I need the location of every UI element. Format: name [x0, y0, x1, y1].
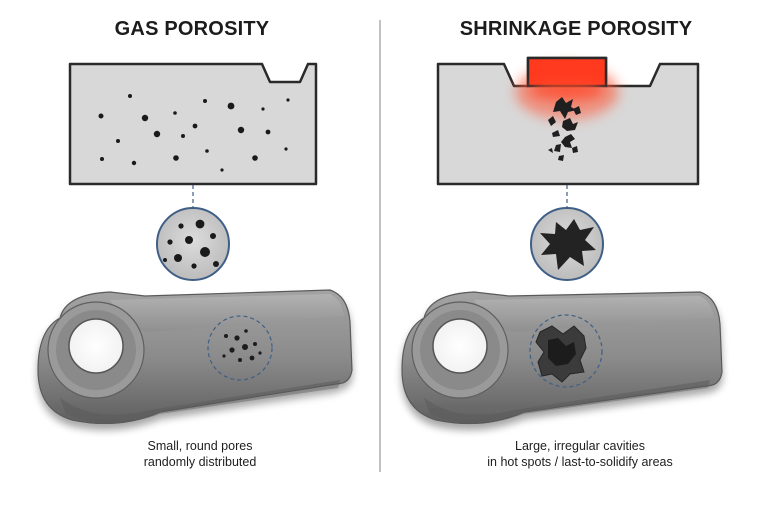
gas-cast-part	[37, 289, 353, 425]
gas-porosity-title: GAS POROSITY	[114, 18, 270, 40]
shrinkage-magnified-view	[530, 207, 604, 281]
gas-caption-line-2: randomly distributed	[143, 455, 257, 469]
hot-spot-riser	[515, 56, 619, 120]
gas-pores	[98, 94, 290, 172]
shrinkage-cavities	[548, 97, 581, 161]
gas-porosity-caption: Small, round pores randomly distributed	[80, 438, 320, 470]
shrinkage-cast-part	[401, 291, 723, 425]
gas-magnified-view	[156, 207, 230, 281]
shrinkage-porosity-title: SHRINKAGE POROSITY	[459, 18, 693, 40]
gas-cross-section	[68, 62, 318, 186]
shrinkage-caption-line-2: in hot spots / last-to-solidify areas	[487, 455, 673, 469]
shrinkage-porosity-caption: Large, irregular cavities in hot spots /…	[450, 438, 710, 470]
gas-caption-line-1: Small, round pores	[147, 439, 253, 453]
shrinkage-caption-line-1: Large, irregular cavities	[515, 439, 645, 453]
